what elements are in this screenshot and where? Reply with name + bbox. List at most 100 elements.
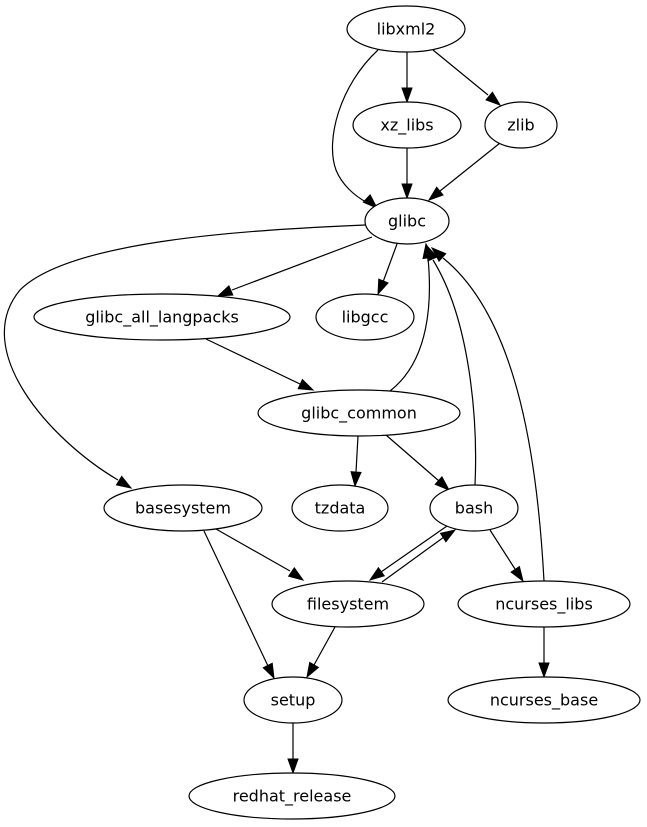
node-label: glibc	[388, 212, 426, 231]
edge-libxml2-to-xz_libs	[401, 52, 413, 104]
arrowhead-icon	[427, 186, 444, 201]
node-label: setup	[271, 691, 316, 710]
arrowhead-icon	[350, 471, 362, 488]
node-ellipse[interactable]	[257, 389, 461, 437]
edge-filesystem-to-setup	[306, 626, 336, 679]
arrowhead-icon	[510, 565, 524, 583]
node-bash[interactable]: bash	[429, 484, 519, 532]
arrowhead-icon	[368, 566, 386, 581]
arrowhead-icon	[439, 529, 457, 543]
node-ellipse[interactable]	[429, 484, 519, 532]
node-ellipse[interactable]	[291, 484, 389, 532]
node-setup[interactable]: setup	[243, 676, 343, 724]
node-redhat_release[interactable]: redhat_release	[188, 772, 396, 820]
edge-line	[313, 626, 336, 666]
node-tzdata[interactable]: tzdata	[291, 484, 389, 532]
edge-line	[382, 243, 398, 283]
node-ellipse[interactable]	[457, 580, 631, 628]
edge-line	[442, 257, 545, 582]
edge-glibc_common-to-tzdata	[350, 435, 362, 488]
edge-line	[205, 338, 301, 385]
arrowhead-icon	[434, 476, 451, 491]
edge-line	[432, 49, 489, 96]
arrowhead-icon	[287, 758, 299, 775]
arrowhead-icon	[362, 193, 379, 210]
edge-glibc_all_langpacks-to-glibc_common	[205, 338, 315, 391]
node-ellipse[interactable]	[484, 101, 558, 149]
node-ellipse[interactable]	[188, 772, 396, 820]
node-zlib[interactable]: zlib	[484, 101, 558, 149]
edge-line	[380, 525, 448, 573]
arrowhead-icon	[287, 567, 305, 581]
edge-glibc-to-basesystem	[3, 224, 366, 489]
edge-line	[203, 530, 269, 667]
arrowhead-icon	[426, 244, 438, 262]
node-label: ncurses_base	[490, 691, 598, 711]
node-label: libgcc	[342, 308, 389, 327]
node-xz_libs[interactable]: xz_libs	[352, 101, 462, 149]
node-label: xz_libs	[380, 116, 433, 136]
node-label: ncurses_libs	[495, 595, 593, 615]
arrowhead-icon	[115, 475, 133, 489]
edge-line	[489, 529, 516, 570]
node-libgcc[interactable]: libgcc	[315, 293, 415, 341]
node-label: libxml2	[377, 20, 436, 39]
edge-bash-to-ncurses_libs	[489, 529, 524, 583]
node-ellipse[interactable]	[352, 101, 462, 149]
edge-basesystem-to-filesystem	[215, 528, 305, 581]
node-ellipse[interactable]	[346, 5, 466, 53]
edge-line	[439, 142, 501, 192]
node-label: redhat_release	[233, 787, 352, 807]
arrowhead-icon	[430, 247, 447, 262]
node-glibc_common[interactable]: glibc_common	[257, 389, 461, 437]
node-ellipse[interactable]	[103, 484, 263, 532]
node-ellipse[interactable]	[271, 580, 425, 628]
node-ellipse[interactable]	[364, 197, 450, 245]
edge-ncurses_libs-to-glibc	[430, 247, 545, 582]
arrowhead-icon	[401, 87, 413, 104]
edge-glibc-to-libgcc	[377, 243, 398, 296]
node-label: zlib	[507, 116, 534, 135]
node-label: bash	[455, 499, 493, 518]
edge-line	[385, 434, 440, 482]
edge-line	[432, 259, 477, 486]
node-libxml2[interactable]: libxml2	[346, 5, 466, 53]
node-ellipse[interactable]	[243, 676, 343, 724]
edge-glibc_common-to-bash	[385, 434, 451, 491]
node-label: glibc_common	[301, 404, 417, 424]
edge-line	[3, 224, 366, 481]
node-ellipse[interactable]	[33, 293, 291, 341]
arrowhead-icon	[297, 378, 315, 391]
node-ncurses_libs[interactable]: ncurses_libs	[457, 580, 631, 628]
node-filesystem[interactable]: filesystem	[271, 580, 425, 628]
arrowhead-icon	[306, 661, 320, 679]
edge-line	[389, 257, 431, 392]
edge-basesystem-to-setup	[203, 530, 275, 680]
node-label: basesystem	[135, 499, 231, 518]
edge-line	[215, 528, 291, 572]
edges-layer	[3, 49, 550, 775]
node-label: filesystem	[307, 595, 389, 614]
edge-line	[381, 536, 445, 583]
edge-line	[331, 49, 379, 203]
node-ellipse[interactable]	[447, 676, 641, 724]
arrowhead-icon	[262, 662, 275, 680]
edge-bash-to-filesystem	[368, 525, 448, 581]
node-basesystem[interactable]: basesystem	[103, 484, 263, 532]
node-ncurses_base[interactable]: ncurses_base	[447, 676, 641, 724]
nodes-layer: libxml2 xz_libs zlib glibc glibc_all_langpac…	[33, 5, 641, 820]
edge-line	[355, 435, 359, 473]
arrowhead-icon	[216, 285, 234, 297]
edge-libxml2-to-glibc	[331, 49, 379, 210]
node-label: tzdata	[315, 499, 366, 518]
node-ellipse[interactable]	[315, 293, 415, 341]
edge-zlib-to-glibc	[427, 142, 501, 201]
node-glibc[interactable]: glibc	[364, 197, 450, 245]
arrowhead-icon	[401, 183, 413, 200]
edge-ncurses_libs-to-ncurses_base	[538, 627, 550, 679]
node-glibc_all_langpacks[interactable]: glibc_all_langpacks	[33, 293, 291, 341]
arrowhead-icon	[485, 91, 502, 106]
edge-xz_libs-to-glibc	[401, 148, 413, 200]
edge-line	[231, 236, 373, 291]
